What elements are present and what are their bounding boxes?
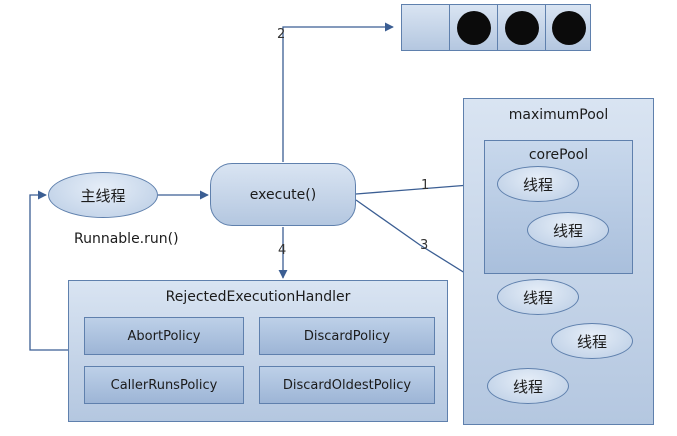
abort-policy: AbortPolicy bbox=[84, 317, 244, 355]
arrow-label-1: 1 bbox=[421, 178, 430, 193]
queued-task-dot bbox=[552, 10, 586, 45]
runnable-run-label: Runnable.run() bbox=[74, 231, 179, 247]
max-thread-1: 线程 bbox=[497, 279, 579, 315]
core-thread-1: 线程 bbox=[497, 166, 579, 202]
queued-task-dot bbox=[456, 10, 491, 45]
core-thread-2: 线程 bbox=[527, 212, 609, 248]
arrow-label-3: 3 bbox=[420, 238, 429, 253]
discard-oldest-policy: DiscardOldestPolicy bbox=[259, 366, 435, 404]
max-thread-2: 线程 bbox=[551, 323, 633, 359]
queued-task-dot bbox=[504, 10, 539, 45]
queue-slot-empty bbox=[402, 5, 449, 50]
arrow-label-2: 2 bbox=[277, 27, 286, 42]
queue-slot-filled bbox=[449, 5, 497, 50]
max-thread-3: 线程 bbox=[487, 368, 569, 404]
queue-slot-filled bbox=[545, 5, 592, 50]
core-pool: corePool bbox=[484, 140, 633, 274]
arrow-label-4: 4 bbox=[278, 243, 287, 258]
arrow-handler-back-to-main bbox=[29, 190, 68, 351]
core-pool-label: corePool bbox=[528, 147, 589, 163]
queue-slot-filled bbox=[497, 5, 545, 50]
arrow-2-to-queue bbox=[282, 22, 394, 162]
task-queue bbox=[401, 4, 591, 51]
maximum-pool-label: maximumPool bbox=[508, 107, 609, 123]
execute-node: execute() bbox=[210, 163, 356, 226]
handler-title: RejectedExecutionHandler bbox=[165, 289, 351, 305]
discard-policy: DiscardPolicy bbox=[259, 317, 435, 355]
main-thread-node: 主线程 bbox=[48, 172, 158, 218]
execute-label: execute() bbox=[249, 186, 317, 203]
caller-runs-policy: CallerRunsPolicy bbox=[84, 366, 244, 404]
